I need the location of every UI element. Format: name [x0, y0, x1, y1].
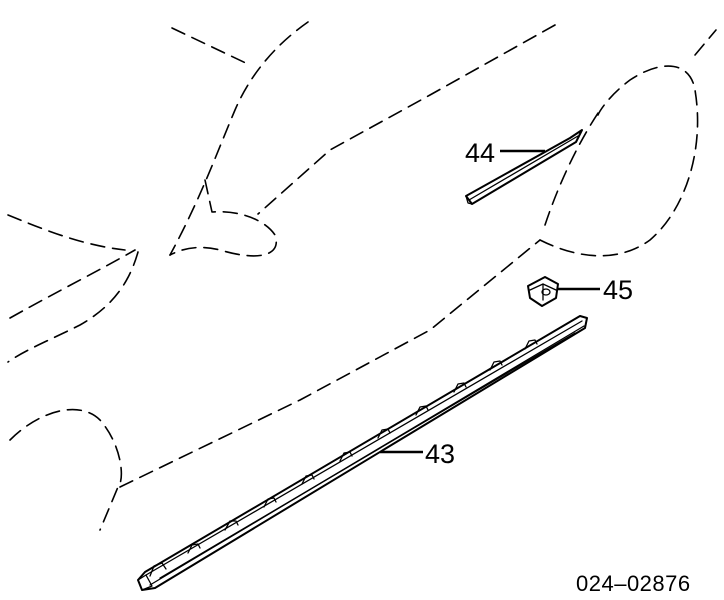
- car-body-outline: [7, 21, 717, 531]
- front-wheel-arch: [9, 408, 123, 531]
- callout-45: 45: [603, 275, 633, 305]
- window-belt-line: [257, 24, 556, 215]
- diagram-reference-code: 024–02876: [576, 571, 691, 596]
- part-45-clip: [527, 276, 559, 307]
- hood-line-lower: [9, 249, 136, 319]
- callout-44: 44: [465, 138, 495, 168]
- door-bottom-line: [119, 239, 541, 488]
- roof-line: [171, 27, 251, 66]
- callout-43: 43: [425, 439, 455, 469]
- part-44-moulding: [465, 129, 583, 205]
- rear-wheel-arch: [539, 65, 699, 257]
- a-pillar-line: [169, 21, 309, 256]
- mirror-outline: [169, 179, 278, 257]
- rear-door-edge: [544, 109, 601, 226]
- fender-line: [7, 251, 139, 363]
- part-43-rocker-trim: [137, 315, 588, 591]
- hood-line-upper: [7, 214, 126, 251]
- rear-quarter-line: [694, 29, 717, 56]
